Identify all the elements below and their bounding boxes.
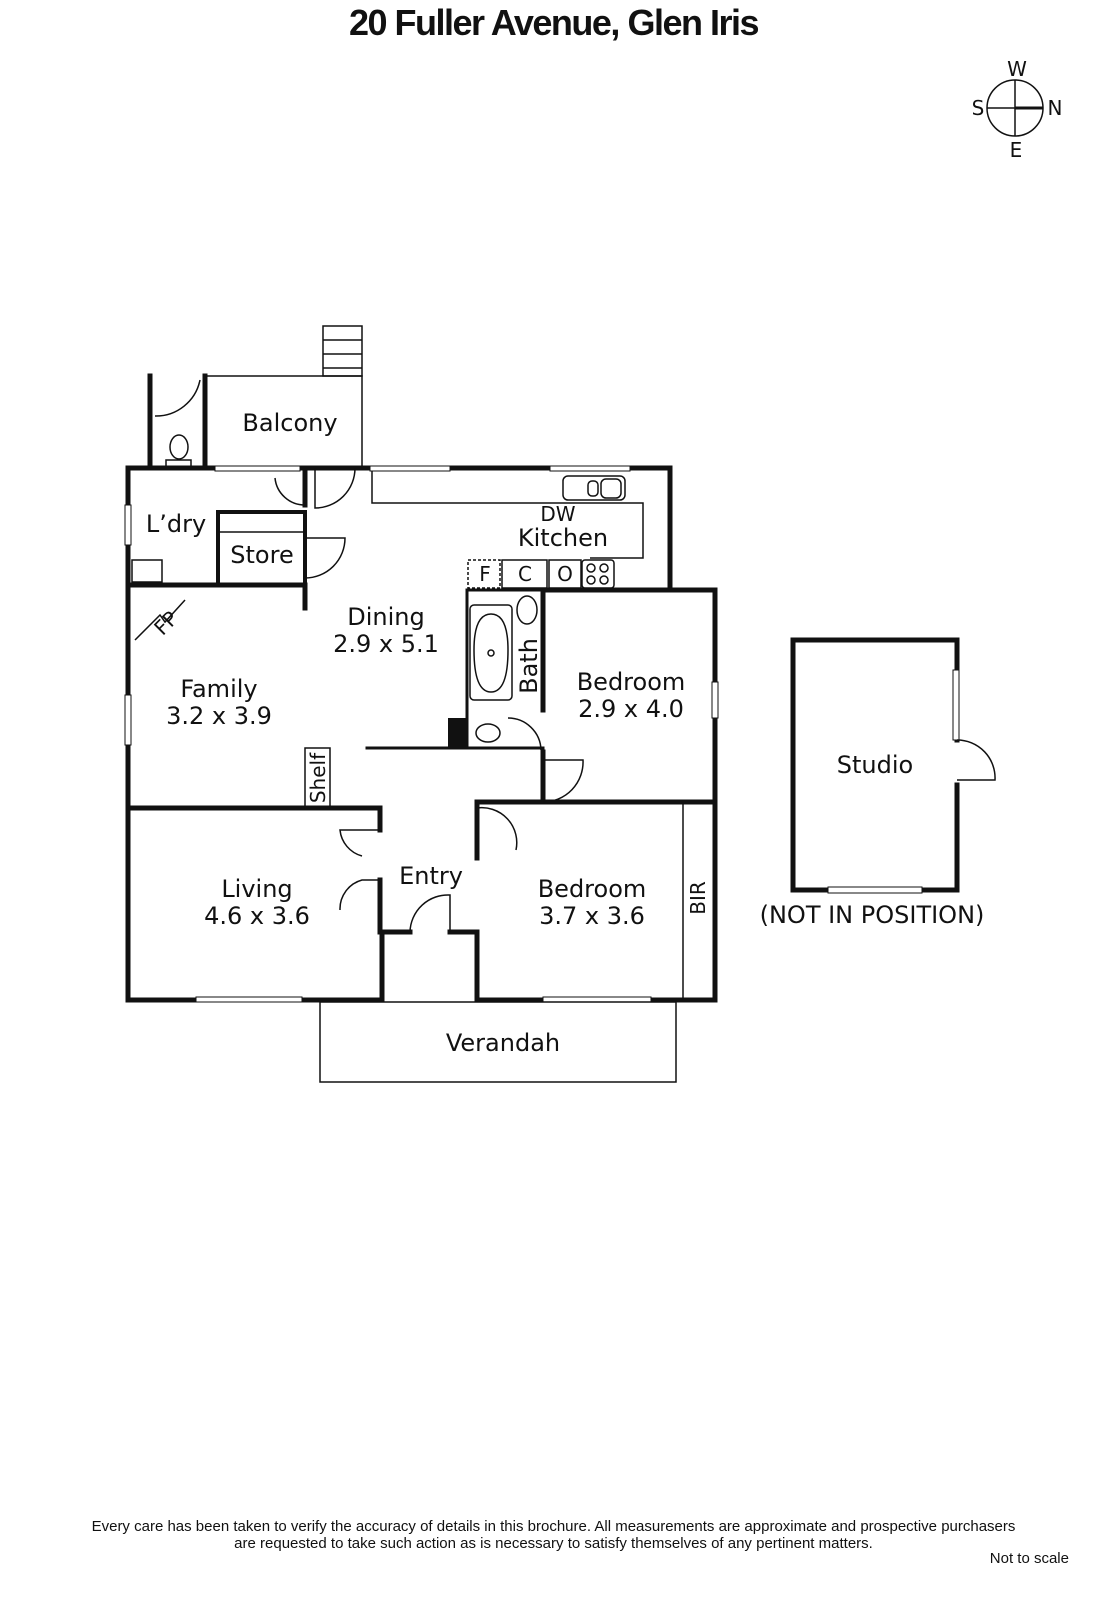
label-family: Family	[180, 675, 257, 703]
label-bedroom-2: Bedroom	[538, 875, 647, 903]
label-dishwasher: DW	[540, 502, 575, 526]
size-dining: 2.9 x 5.1	[333, 630, 439, 658]
bath-fixtures	[469, 595, 538, 743]
size-bedroom-2: 3.7 x 3.6	[539, 902, 645, 930]
label-cupboard: C	[518, 562, 532, 586]
label-fireplace: FP	[149, 606, 183, 640]
label-bir: BIR	[686, 881, 710, 915]
label-studio: Studio	[837, 751, 913, 779]
disclaimer-line-1: Every care has been taken to verify the …	[91, 1518, 1016, 1535]
label-bath: Bath	[515, 638, 543, 694]
compass-icon: W S N E	[972, 57, 1063, 162]
label-living: Living	[221, 875, 292, 903]
compass-n: N	[1048, 96, 1063, 120]
disclaimer-line-2: are requested to take such action as is …	[234, 1535, 873, 1552]
scale-note: Not to scale	[989, 1550, 1069, 1567]
compass-s: S	[972, 96, 985, 120]
size-bedroom-1: 2.9 x 4.0	[578, 695, 684, 723]
label-fridge: F	[479, 562, 491, 586]
studio	[790, 637, 996, 894]
doors	[274, 467, 584, 933]
label-kitchen: Kitchen	[518, 524, 608, 552]
balcony-stairs	[204, 325, 363, 468]
kitchen-fixtures	[131, 471, 644, 641]
label-studio-note: (NOT IN POSITION)	[760, 901, 985, 929]
disclaimer: Every care has been taken to verify the …	[0, 1518, 1107, 1552]
label-dining: Dining	[347, 603, 424, 631]
wc	[147, 373, 208, 471]
verandah	[319, 1001, 677, 1083]
label-store: Store	[230, 541, 293, 569]
compass-e: E	[1010, 138, 1023, 162]
label-balcony: Balcony	[242, 409, 337, 437]
label-laundry: L’dry	[146, 510, 206, 538]
label-bedroom-1: Bedroom	[577, 668, 686, 696]
label-entry: Entry	[399, 862, 463, 890]
label-shelf: Shelf	[306, 752, 330, 803]
compass-w: W	[1007, 57, 1027, 81]
size-living: 4.6 x 3.6	[204, 902, 310, 930]
size-family: 3.2 x 3.9	[166, 702, 272, 730]
label-oven: O	[557, 562, 573, 586]
plan-title: 20 Fuller Avenue, Glen Iris	[349, 2, 760, 43]
label-verandah: Verandah	[446, 1029, 560, 1057]
windows	[124, 465, 719, 1003]
